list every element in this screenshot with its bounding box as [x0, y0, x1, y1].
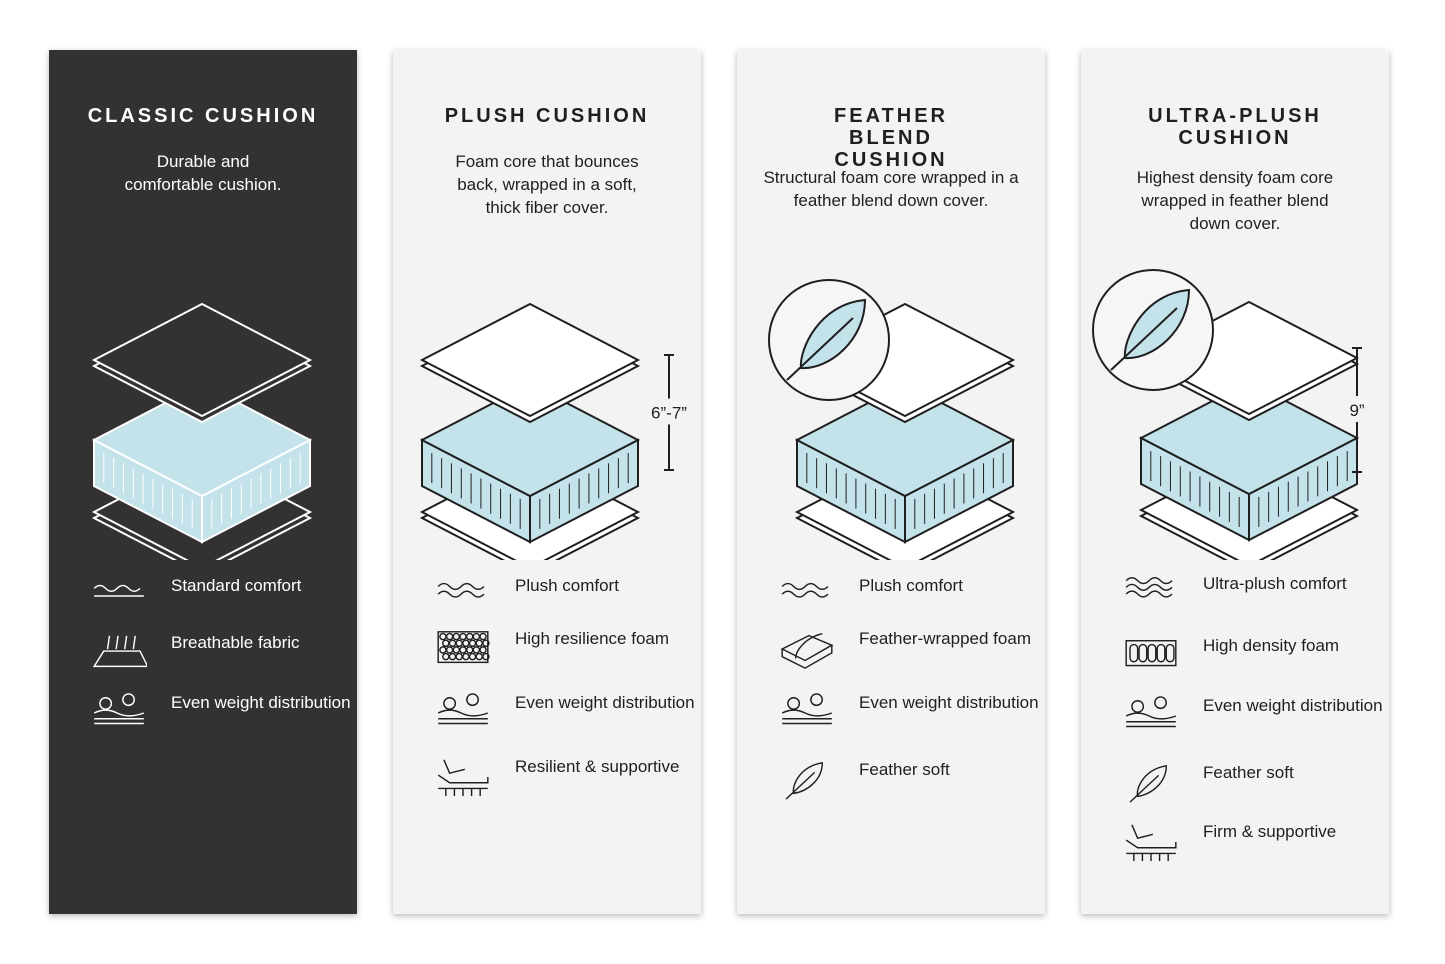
feature-item: Even weight distribution — [1123, 695, 1383, 745]
foam-core-layer — [1138, 380, 1360, 542]
feature-label: Plush comfort — [515, 576, 619, 595]
feature-label: Firm & supportive — [1203, 822, 1337, 841]
plush-cushion-panel: PLUSH CUSHION Foam core that bounces back… — [393, 50, 701, 914]
feature-item: Ultra-plush comfort — [1123, 573, 1379, 623]
feature-label: Feather-wrapped foam — [859, 629, 1031, 648]
height-label: 9” — [1349, 401, 1364, 420]
feature-label: High resilience foam — [515, 629, 670, 648]
panel-title: FEATHER BLEND CUSHION — [834, 105, 948, 171]
honeycomb-foam-icon — [437, 631, 490, 664]
feature-item: Feather soft — [1123, 762, 1379, 812]
breathable-fabric-icon — [92, 635, 147, 668]
feather-icon — [1129, 764, 1167, 803]
feature-label: Breathable fabric — [171, 633, 300, 652]
feature-label: Ultra-plush comfort — [1203, 574, 1347, 593]
feature-item: Resilient & supportive — [435, 756, 691, 806]
height-dimension: 6”-7” — [647, 354, 691, 471]
feature-label: Standard comfort — [171, 576, 302, 595]
cushion-layers-illustration — [768, 279, 1016, 560]
feature-item: Even weight distribution — [435, 692, 695, 742]
foam-core-layer — [419, 382, 641, 544]
cushion-layers-illustration: 9” — [1092, 269, 1379, 560]
weight-distribution-icon — [93, 693, 145, 725]
feature-item: Standard comfort — [91, 575, 347, 625]
panel-description: Highest density foam core wrapped in fea… — [1136, 168, 1334, 233]
feather-wrapped-foam-icon — [780, 633, 834, 669]
feature-label: High density foam — [1203, 636, 1340, 655]
top-cover-layer — [91, 302, 313, 424]
height-label: 6”-7” — [651, 404, 687, 423]
panel-description: Structural foam core wrapped in a feathe… — [763, 168, 1019, 210]
feature-item: Plush comfort — [779, 575, 1035, 625]
panel-description: Durable and comfortable cushion. — [124, 152, 282, 194]
feature-item: Feather soft — [779, 759, 1035, 809]
wave-double-icon — [437, 582, 485, 598]
wave-double-icon — [781, 582, 829, 598]
cushion-layers-illustration: 6”-7” — [419, 302, 691, 560]
feature-label: Even weight distribution — [859, 693, 1039, 712]
high-density-foam-icon — [1125, 640, 1177, 667]
ultra-plush-cushion-panel: ULTRA-PLUSH CUSHION Highest density foam … — [1081, 50, 1389, 914]
feature-item: Plush comfort — [435, 575, 691, 625]
feather-icon — [1092, 269, 1214, 391]
panel-title: PLUSH CUSHION — [444, 105, 650, 127]
foam-core-layer — [794, 382, 1016, 544]
feature-label: Feather soft — [1203, 763, 1294, 782]
feature-item: High density foam — [1123, 635, 1379, 685]
feature-label: Resilient & supportive — [515, 757, 680, 776]
weight-distribution-icon — [781, 693, 833, 725]
feather-icon — [785, 761, 823, 800]
feature-item: High resilience foam — [435, 628, 691, 678]
feature-label: Even weight distribution — [515, 693, 695, 712]
weight-distribution-icon — [437, 693, 489, 725]
feature-label: Even weight distribution — [1203, 696, 1383, 715]
feature-label: Feather soft — [859, 760, 950, 779]
firm-support-icon — [1125, 824, 1177, 862]
feature-item: Even weight distribution — [779, 692, 1039, 742]
feather-icon — [768, 279, 890, 401]
panel-title: ULTRA-PLUSH CUSHION — [1148, 105, 1322, 149]
weight-distribution-icon — [1125, 696, 1177, 728]
feature-label: Even weight distribution — [171, 693, 351, 712]
feature-item: Even weight distribution — [91, 692, 351, 742]
resilient-support-icon — [437, 759, 489, 797]
feature-item: Feather-wrapped foam — [779, 628, 1035, 678]
panel-title: CLASSIC CUSHION — [87, 105, 319, 127]
classic-cushion-panel: CLASSIC CUSHION Durable and comfortable c… — [49, 50, 357, 914]
foam-core-layer — [91, 382, 313, 544]
wave-single-icon — [93, 584, 144, 597]
panel-description: Foam core that bounces back, wrapped in … — [455, 152, 639, 217]
wave-triple-icon — [1125, 577, 1173, 598]
feature-item: Firm & supportive — [1123, 821, 1379, 871]
height-dimension: 9” — [1335, 347, 1379, 473]
top-cover-layer — [419, 302, 641, 424]
cushion-layers-illustration — [91, 302, 313, 560]
feature-label: Plush comfort — [859, 576, 963, 595]
feature-item: Breathable fabric — [91, 632, 347, 682]
